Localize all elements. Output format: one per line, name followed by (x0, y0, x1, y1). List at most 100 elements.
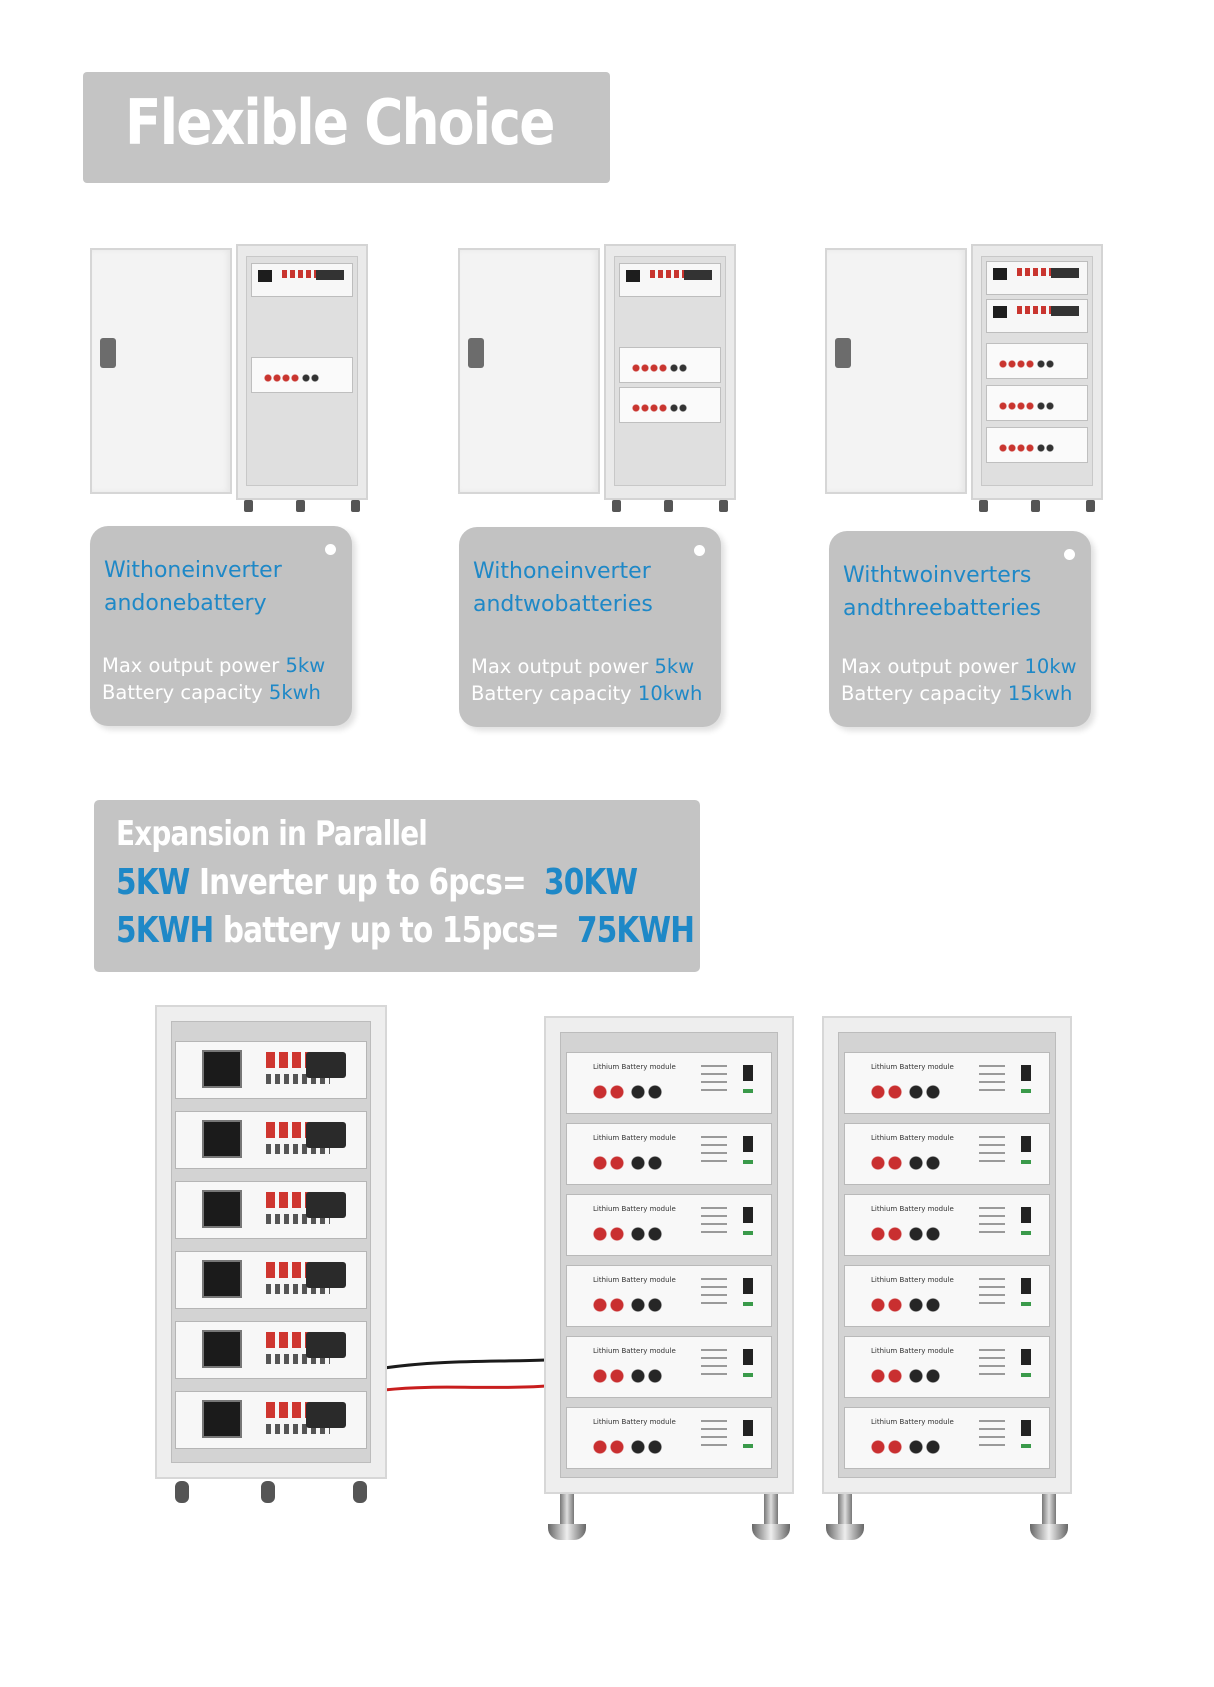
capacity-value: 5kwh (268, 681, 321, 704)
power-switch-icon (1021, 1065, 1031, 1081)
expansion-heading: Expansion in Parallel (116, 814, 428, 854)
positive-terminal-icon (593, 1440, 627, 1454)
lcd-display-icon (202, 1120, 242, 1158)
battery-module-label: Lithium Battery module (871, 1418, 954, 1426)
cabinet-door (825, 248, 967, 494)
battery-unit (986, 343, 1088, 379)
inverter-module (175, 1181, 367, 1239)
power-switch-icon (1021, 1420, 1031, 1436)
battery-module-label: Lithium Battery module (593, 1134, 676, 1142)
power-switch-icon (743, 1278, 753, 1294)
inverter-unit (251, 263, 353, 297)
battery-unit (619, 347, 721, 383)
positive-terminal-icon (871, 1227, 905, 1241)
page-title: Flexible Choice (125, 86, 555, 159)
inverter-module (175, 1391, 367, 1449)
negative-terminal-icon (631, 1440, 665, 1454)
battery-module-label: Lithium Battery module (593, 1347, 676, 1355)
battery-module: Lithium Battery module (566, 1265, 772, 1327)
config-card-specs: Max output power 10kw Battery capacity 1… (841, 655, 1077, 705)
negative-terminal-icon (631, 1085, 665, 1099)
inverter-module (175, 1251, 367, 1309)
battery-module: Lithium Battery module (566, 1194, 772, 1256)
power-value: 5kw (654, 655, 695, 678)
negative-terminal-icon (631, 1369, 665, 1383)
battery-module-label: Lithium Battery module (593, 1276, 676, 1284)
power-switch-icon (743, 1207, 753, 1223)
terminal-block-icon (306, 1332, 346, 1358)
cabinet-body (971, 244, 1103, 512)
battery-module: Lithium Battery module (844, 1265, 1050, 1327)
lcd-display-icon (202, 1330, 242, 1368)
negative-terminal-icon (909, 1369, 943, 1383)
cabinet-body (604, 244, 736, 512)
lcd-display-icon (202, 1260, 242, 1298)
negative-terminal-icon (631, 1227, 665, 1241)
inverter-unit (986, 261, 1088, 295)
battery-module: Lithium Battery module (566, 1123, 772, 1185)
power-switch-icon (743, 1349, 753, 1365)
title-banner: Flexible Choice (83, 72, 610, 183)
config-card-1: Withoneinverter andonebattery Max output… (90, 526, 352, 726)
cabinet-config-2 (458, 244, 736, 512)
positive-terminal-icon (871, 1369, 905, 1383)
positive-terminal-icon (871, 1156, 905, 1170)
power-value: 10kw (1024, 655, 1077, 678)
positive-terminal-icon (593, 1369, 627, 1383)
cabinet-config-3 (825, 244, 1103, 512)
positive-terminal-icon (593, 1156, 627, 1170)
cabinet-body (236, 244, 368, 512)
inverter-module (175, 1111, 367, 1169)
lcd-display-icon (202, 1050, 242, 1088)
power-switch-icon (743, 1420, 753, 1436)
positive-terminal-icon (871, 1085, 905, 1099)
bullet-dot-icon (325, 544, 336, 555)
positive-terminal-icon (593, 1298, 627, 1312)
battery-module-label: Lithium Battery module (871, 1134, 954, 1142)
negative-terminal-icon (631, 1156, 665, 1170)
battery-unit (986, 427, 1088, 463)
battery-module: Lithium Battery module (566, 1336, 772, 1398)
power-value: 5kw (285, 654, 326, 677)
positive-terminal-icon (593, 1227, 627, 1241)
inverter-rack (155, 1005, 387, 1503)
battery-module: Lithium Battery module (844, 1336, 1050, 1398)
lcd-display-icon (202, 1400, 242, 1438)
terminal-block-icon (306, 1262, 346, 1288)
battery-module-label: Lithium Battery module (871, 1276, 954, 1284)
connection-cables (383, 1358, 547, 1392)
power-switch-icon (1021, 1136, 1031, 1152)
door-handle-icon (100, 338, 116, 368)
power-switch-icon (743, 1065, 753, 1081)
battery-expansion-line: 5KWH battery up to 15pcs=75KWH (116, 910, 695, 951)
expansion-banner: Expansion in Parallel 5KW Inverter up to… (94, 800, 700, 972)
terminal-block-icon (306, 1052, 346, 1078)
config-card-3: Withtwoinverters andthreebatteries Max o… (829, 531, 1091, 727)
inverter-unit (619, 263, 721, 297)
positive-terminal-icon (593, 1085, 627, 1099)
lcd-display-icon (202, 1190, 242, 1228)
battery-unit (986, 385, 1088, 421)
inverter-module (175, 1321, 367, 1379)
battery-unit (619, 387, 721, 423)
positive-terminal-icon (871, 1440, 905, 1454)
positive-terminal-icon (871, 1298, 905, 1312)
battery-module: Lithium Battery module (566, 1407, 772, 1469)
capacity-value: 15kwh (1007, 682, 1073, 705)
battery-module-label: Lithium Battery module (593, 1205, 676, 1213)
capacity-value: 10kwh (637, 682, 703, 705)
inverter-unit (986, 299, 1088, 333)
battery-module: Lithium Battery module (844, 1123, 1050, 1185)
config-card-heading: Withtwoinverters andthreebatteries (843, 563, 1041, 621)
battery-module: Lithium Battery module (844, 1194, 1050, 1256)
terminal-block-icon (306, 1192, 346, 1218)
config-card-heading: Withoneinverter andonebattery (104, 558, 282, 616)
battery-module-label: Lithium Battery module (593, 1063, 676, 1071)
negative-terminal-icon (909, 1085, 943, 1099)
power-switch-icon (1021, 1207, 1031, 1223)
cabinet-door (458, 248, 600, 494)
power-switch-icon (1021, 1349, 1031, 1365)
cabinet-config-1 (90, 244, 368, 512)
